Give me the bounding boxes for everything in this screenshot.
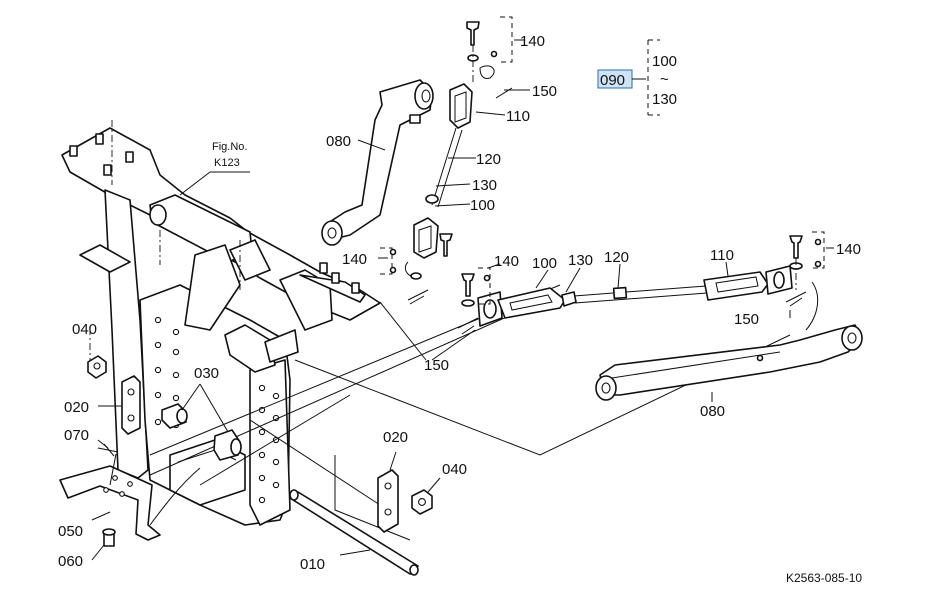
part-040-right	[411, 477, 441, 515]
label-150-low: 150	[424, 357, 449, 374]
part-060	[102, 528, 116, 547]
label-110-left: 110	[506, 108, 530, 125]
label-140-left: 140	[342, 251, 367, 268]
lower-turnbuckle	[457, 235, 822, 335]
label-150-top: 150	[532, 83, 557, 100]
upper-turnbuckle	[404, 21, 513, 278]
label-140-right: 140	[836, 241, 861, 258]
left-pin-group	[389, 248, 429, 305]
label-130-left: 130	[472, 177, 497, 194]
part-labels: 140 150 080 110 120 130 100 140 140 100 …	[58, 33, 861, 573]
label-060: 060	[58, 553, 83, 570]
figure-reference: Fig.No. K123	[212, 141, 247, 169]
label-130-right: 130	[568, 252, 593, 269]
label-040-left: 040	[72, 321, 97, 338]
label-100-right: 100	[532, 255, 557, 272]
label-140-top: 140	[520, 33, 545, 50]
part-020-left	[98, 375, 141, 435]
drawing-number: K2563-085-10	[786, 571, 862, 585]
label-080-lower: 080	[700, 403, 725, 420]
label-150-right: 150	[734, 311, 759, 328]
label-020-right: 020	[383, 429, 408, 446]
part-080-lower	[595, 324, 863, 401]
range-callout[interactable]: 090 100 ~ 130	[597, 53, 677, 108]
label-010: 010	[300, 556, 325, 573]
threaded-rod-upper	[431, 127, 463, 208]
fig-ref-number: K123	[214, 157, 240, 169]
label-080-upper: 080	[326, 133, 351, 150]
part-030	[161, 383, 242, 461]
label-120-left: 120	[476, 151, 501, 168]
part-080-upper	[321, 79, 434, 246]
callout-from: 100	[652, 53, 677, 70]
label-100-left: 100	[470, 197, 495, 214]
label-110-right: 110	[710, 247, 734, 264]
dashed-brackets	[380, 16, 825, 305]
part-040-left	[87, 355, 107, 379]
leader-lines	[91, 39, 834, 561]
frame-bolts	[69, 133, 360, 294]
callout-selected[interactable]: 090	[600, 72, 625, 89]
part-010	[289, 489, 419, 576]
fig-no-label: Fig.No.	[212, 141, 247, 153]
part-020-right	[377, 451, 399, 533]
label-020-left: 020	[64, 399, 89, 416]
label-050: 050	[58, 523, 83, 540]
label-140-mid: 140	[494, 253, 519, 270]
label-040-right: 040	[442, 461, 467, 478]
main-frame	[61, 120, 381, 526]
part-050	[59, 465, 201, 541]
label-070: 070	[64, 427, 89, 444]
label-120-right: 120	[604, 249, 629, 266]
label-030: 030	[194, 365, 219, 382]
callout-to: 130	[652, 91, 677, 108]
callout-tilde: ~	[660, 71, 669, 88]
